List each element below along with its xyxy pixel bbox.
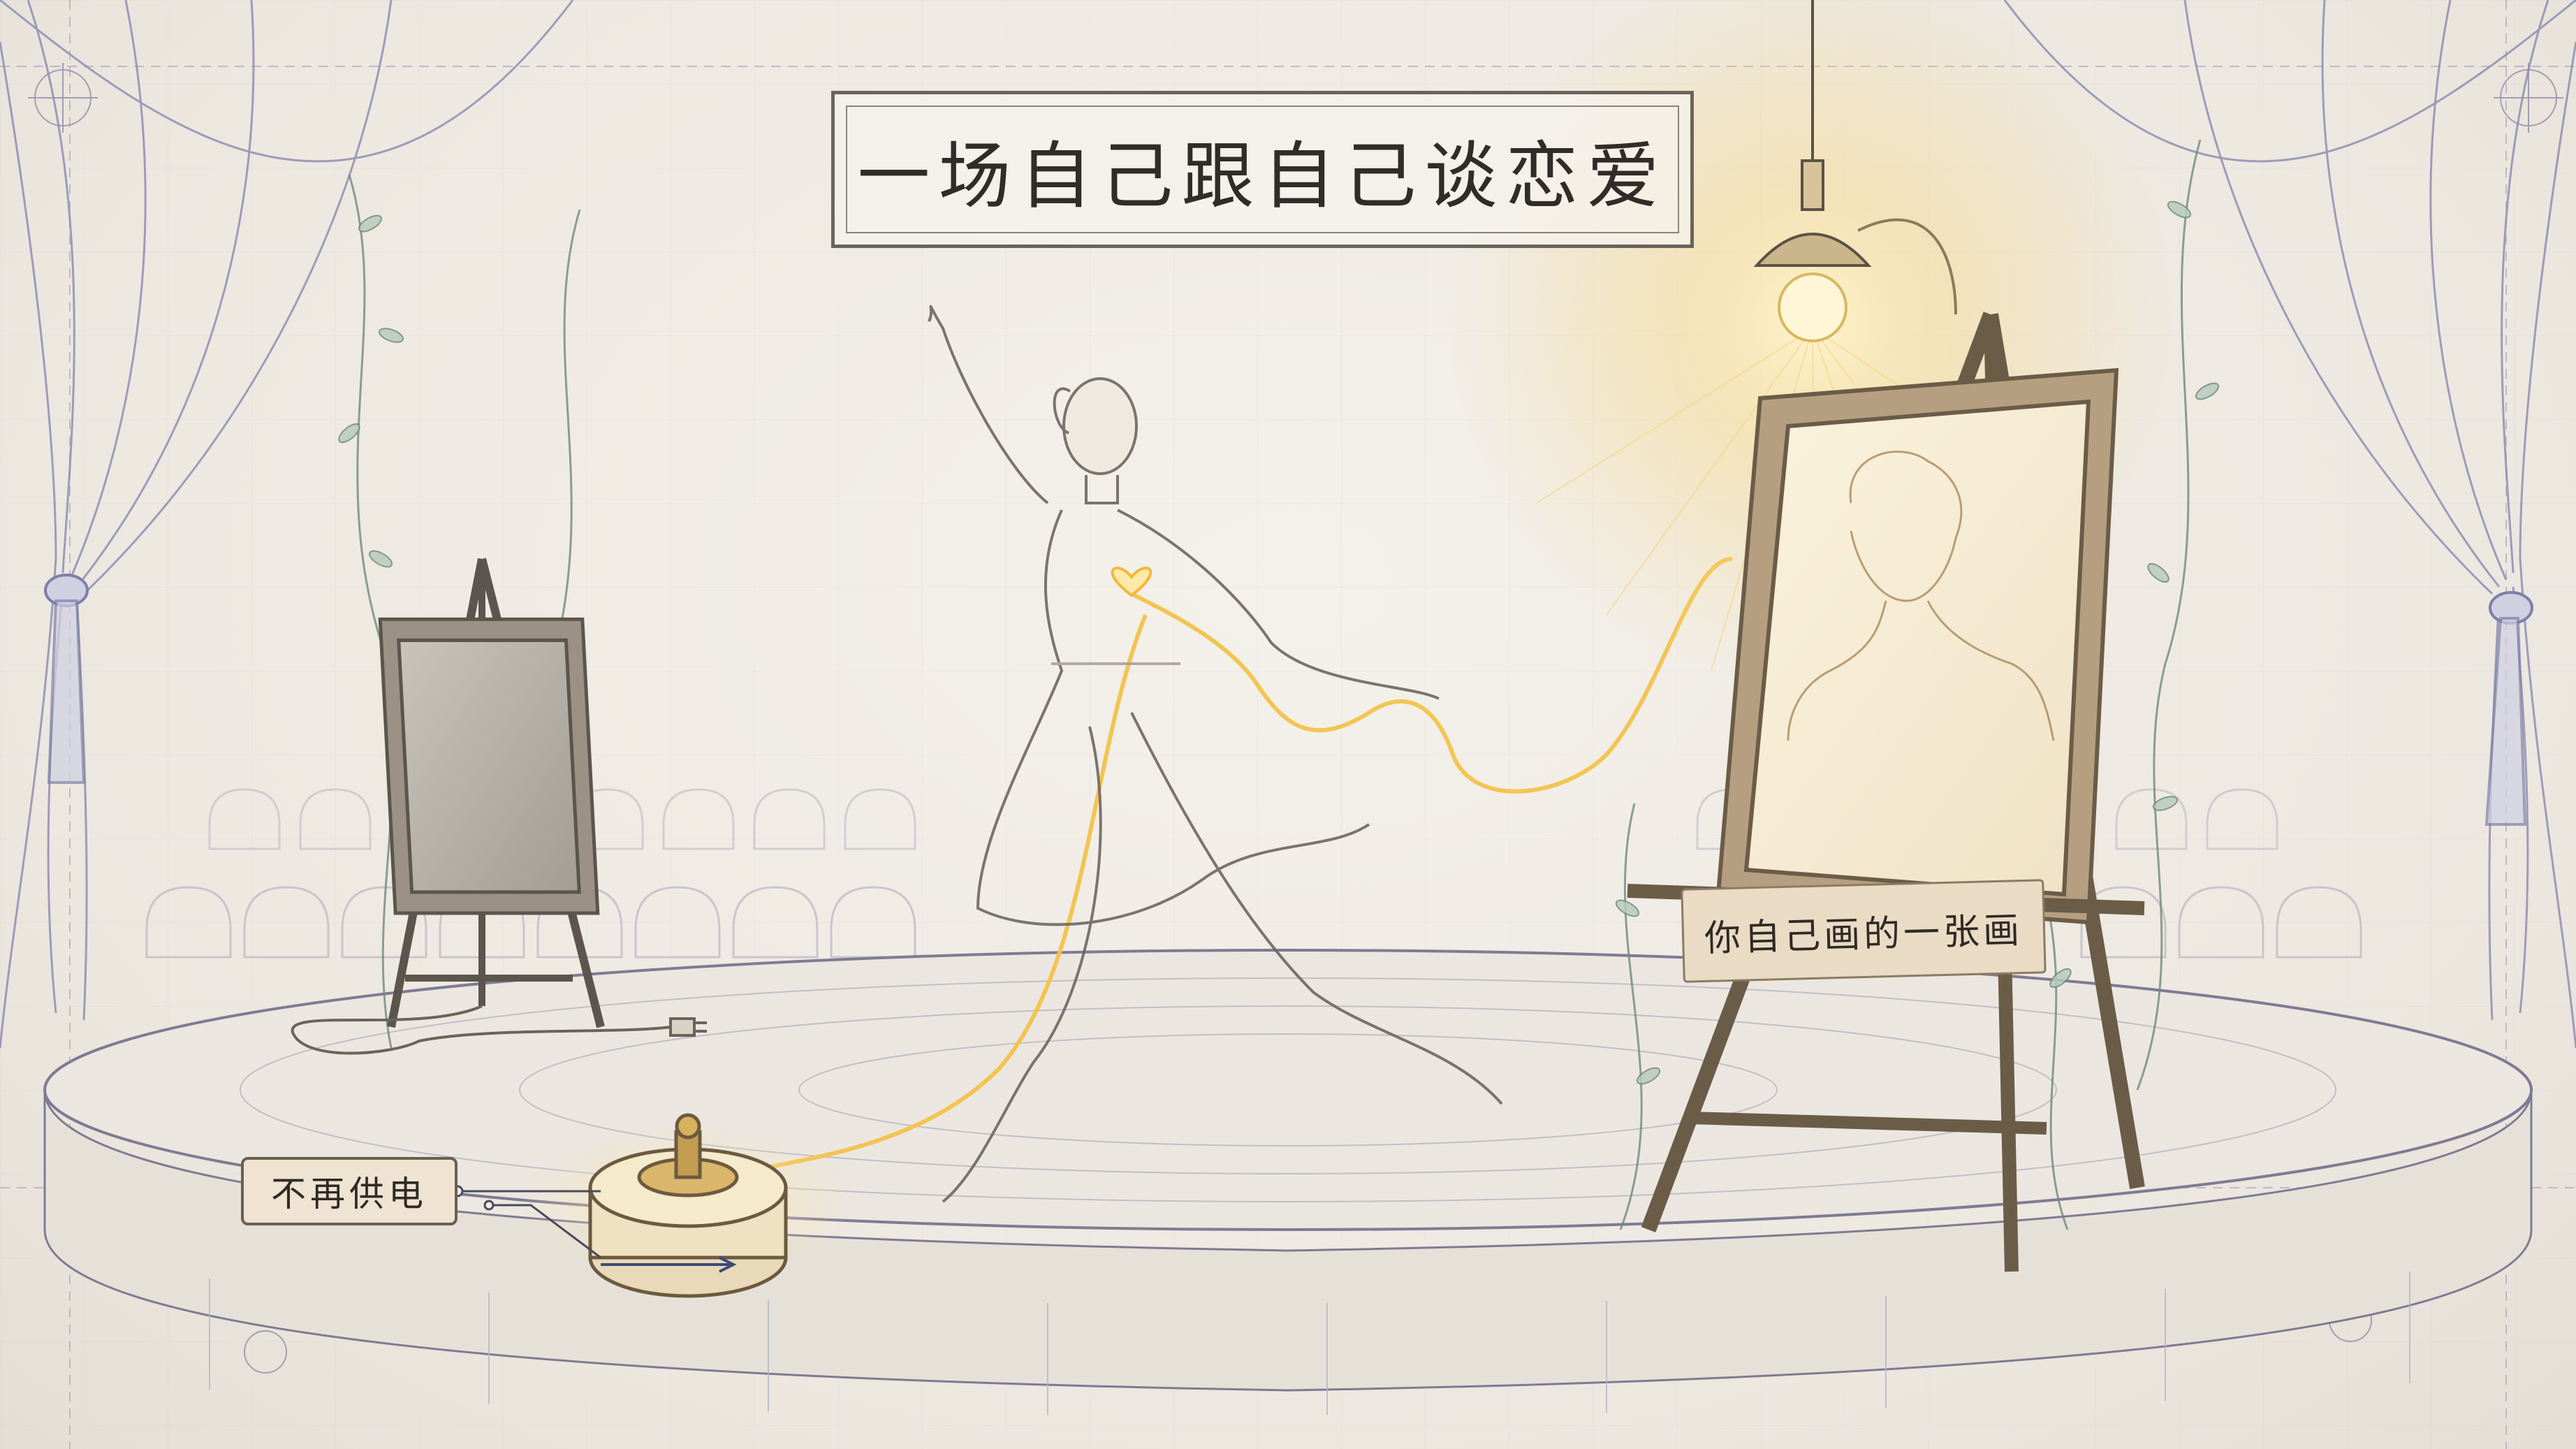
unplugged-easel bbox=[378, 558, 605, 1028]
unplugged-cord bbox=[291, 1005, 707, 1055]
dancer-figure bbox=[928, 305, 1503, 1203]
glowing-heart-icon bbox=[1111, 566, 1152, 597]
power-off-label: 不再供电 bbox=[241, 1157, 458, 1225]
toggle-switch-icon bbox=[588, 1113, 788, 1298]
right-tassel bbox=[2484, 591, 2533, 826]
portrait-sketch bbox=[1787, 451, 2055, 741]
pendant-lamp-icon bbox=[1753, 0, 1957, 342]
title-plaque: 一场自己跟自己谈恋爱 bbox=[831, 91, 1694, 248]
power-off-text: 不再供电 bbox=[271, 1174, 427, 1214]
left-tassel bbox=[44, 574, 89, 784]
painting-text: 你自己画的一张画 bbox=[1704, 910, 2024, 960]
callout-lines bbox=[451, 1185, 601, 1259]
painting-label: 你自己画的一张画 bbox=[1681, 879, 2047, 983]
scene-title: 一场自己跟自己谈恋爱 bbox=[857, 133, 1668, 219]
